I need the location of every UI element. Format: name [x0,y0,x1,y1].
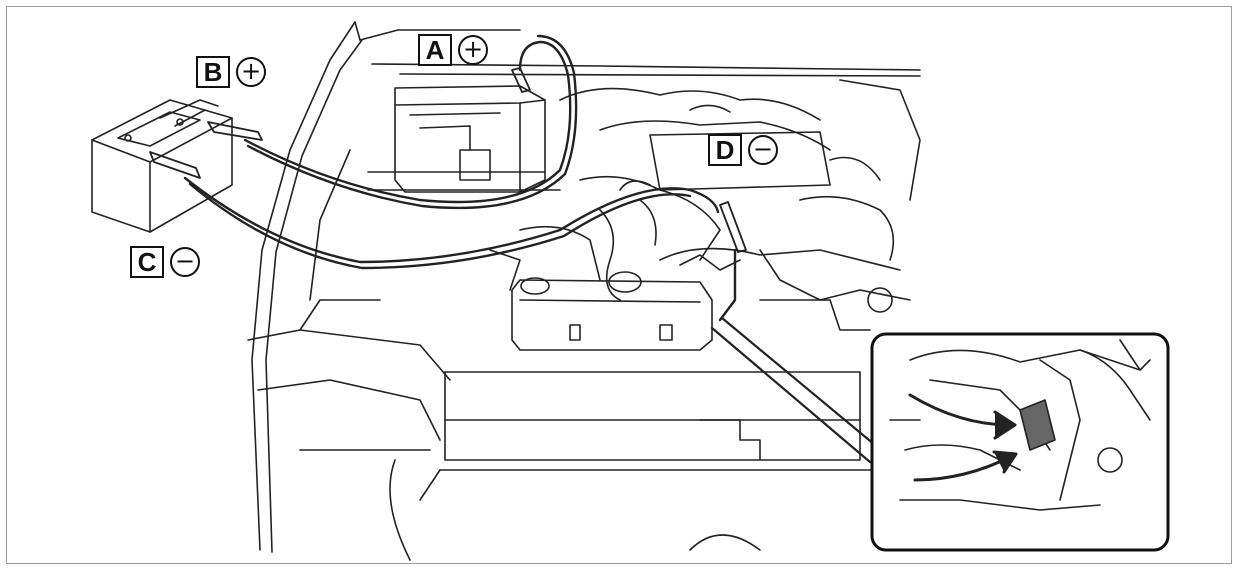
engine [490,80,920,330]
label-b: B + [196,56,266,88]
vehicle-body [248,22,920,560]
booster-battery [92,100,232,232]
detail-connector [712,318,875,462]
label-c: C − [130,246,200,278]
label-d: D − [708,134,778,166]
coolant-reservoir [512,272,712,350]
cable-clamps [150,68,746,252]
plus-circle-icon: + [236,57,266,87]
label-d-letter: D [708,134,742,166]
vehicle-battery [368,86,560,192]
detail-inset [872,334,1168,550]
label-c-letter: C [130,246,164,278]
plus-circle-icon: + [458,35,488,65]
minus-circle-icon: − [748,135,778,165]
label-b-letter: B [196,56,230,88]
label-a-letter: A [418,34,452,66]
label-a: A + [418,34,488,66]
minus-circle-icon: − [170,247,200,277]
